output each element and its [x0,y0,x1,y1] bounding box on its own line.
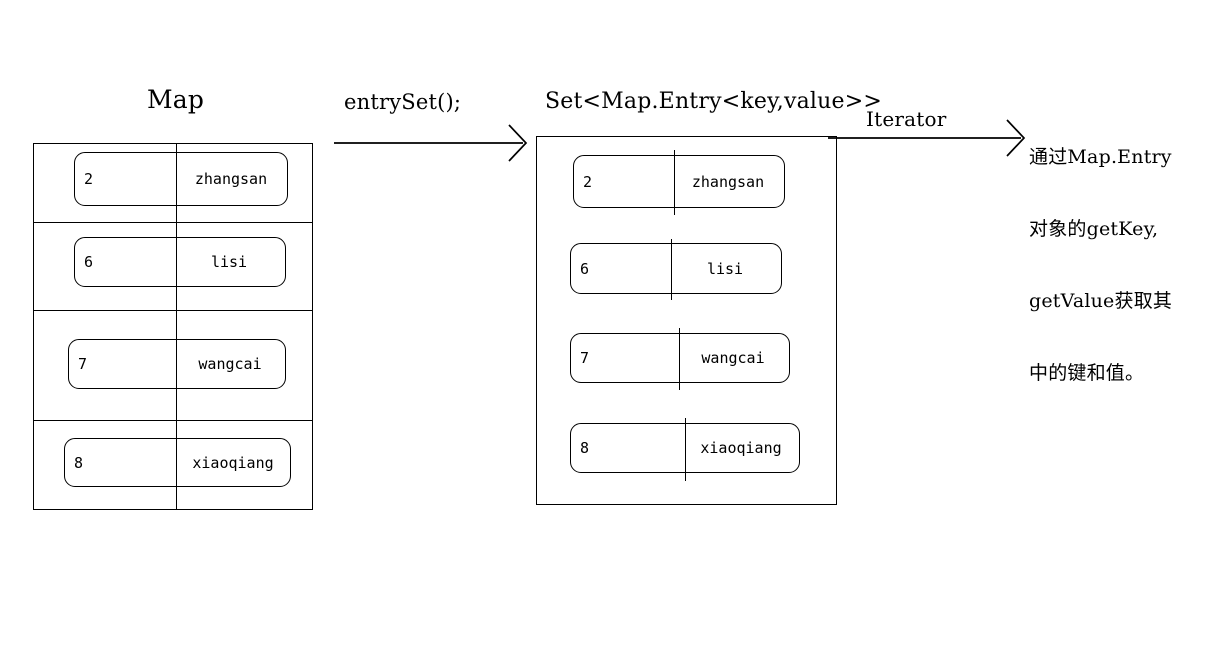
map-entry-1-value: zhangsan [194,170,268,188]
map-table-frame [33,143,313,510]
note-line-2: 对象的getKey, [1029,218,1159,240]
note-line-4: 中的键和值。 [1029,362,1145,384]
entryset-label: entrySet(); [344,90,462,114]
set-type-label: Set<Map.Entry<key,value>> [545,89,883,114]
arrow-iterator [828,119,1026,157]
set-entry-1[interactable]: 2 zhangsan [573,150,785,215]
set-entry-4-divider [685,418,686,481]
map-entry-1-key: 2 [84,170,94,188]
map-row-divider-1 [33,222,313,223]
map-entry-4-key: 8 [74,453,84,472]
map-entry-3[interactable]: 7 wangcai [68,339,286,389]
set-entry-3-divider [679,328,680,390]
note-line-3: getValue获取其 [1029,290,1173,312]
set-entry-2-value: lisi [706,259,744,278]
map-row-divider-3 [33,420,313,421]
set-box-frame [536,136,837,505]
map-entry-3-key: 7 [78,355,88,373]
map-entry-3-value: wangcai [198,355,262,373]
iterator-label: Iterator [866,107,947,131]
set-entry-2[interactable]: 6 lisi [570,239,782,300]
set-entry-4-key: 8 [580,439,590,457]
map-entry-2-key: 6 [84,253,94,271]
set-entry-3-value: wangcai [701,349,765,367]
map-entry-4[interactable]: 8 xiaoqiang [64,438,291,487]
set-entry-2-divider [671,239,672,300]
arrow-entryset [334,124,528,162]
set-entry-3[interactable]: 7 wangcai [570,328,790,390]
map-entry-1[interactable]: 2 zhangsan [74,152,288,206]
set-entry-1-value: zhangsan [691,172,765,191]
map-entry-2-value: lisi [210,253,248,271]
set-entry-4-value: xiaoqiang [700,439,782,457]
set-entry-4[interactable]: 8 xiaoqiang [570,418,800,481]
note-line-1: 通过Map.Entry [1029,146,1172,168]
set-entry-2-key: 6 [580,259,590,278]
map-title: Map [147,85,205,114]
set-entry-3-key: 7 [580,349,590,367]
map-row-divider-2 [33,310,313,311]
set-entry-1-divider [674,150,675,215]
set-entry-1-key: 2 [583,172,593,191]
map-entry-2[interactable]: 6 lisi [74,237,286,287]
note-text: 通过Map.Entry 对象的getKey, getValue获取其 中的键和值… [1029,97,1207,433]
map-entry-4-value: xiaoqiang [192,453,274,472]
map-column-divider [176,143,177,510]
